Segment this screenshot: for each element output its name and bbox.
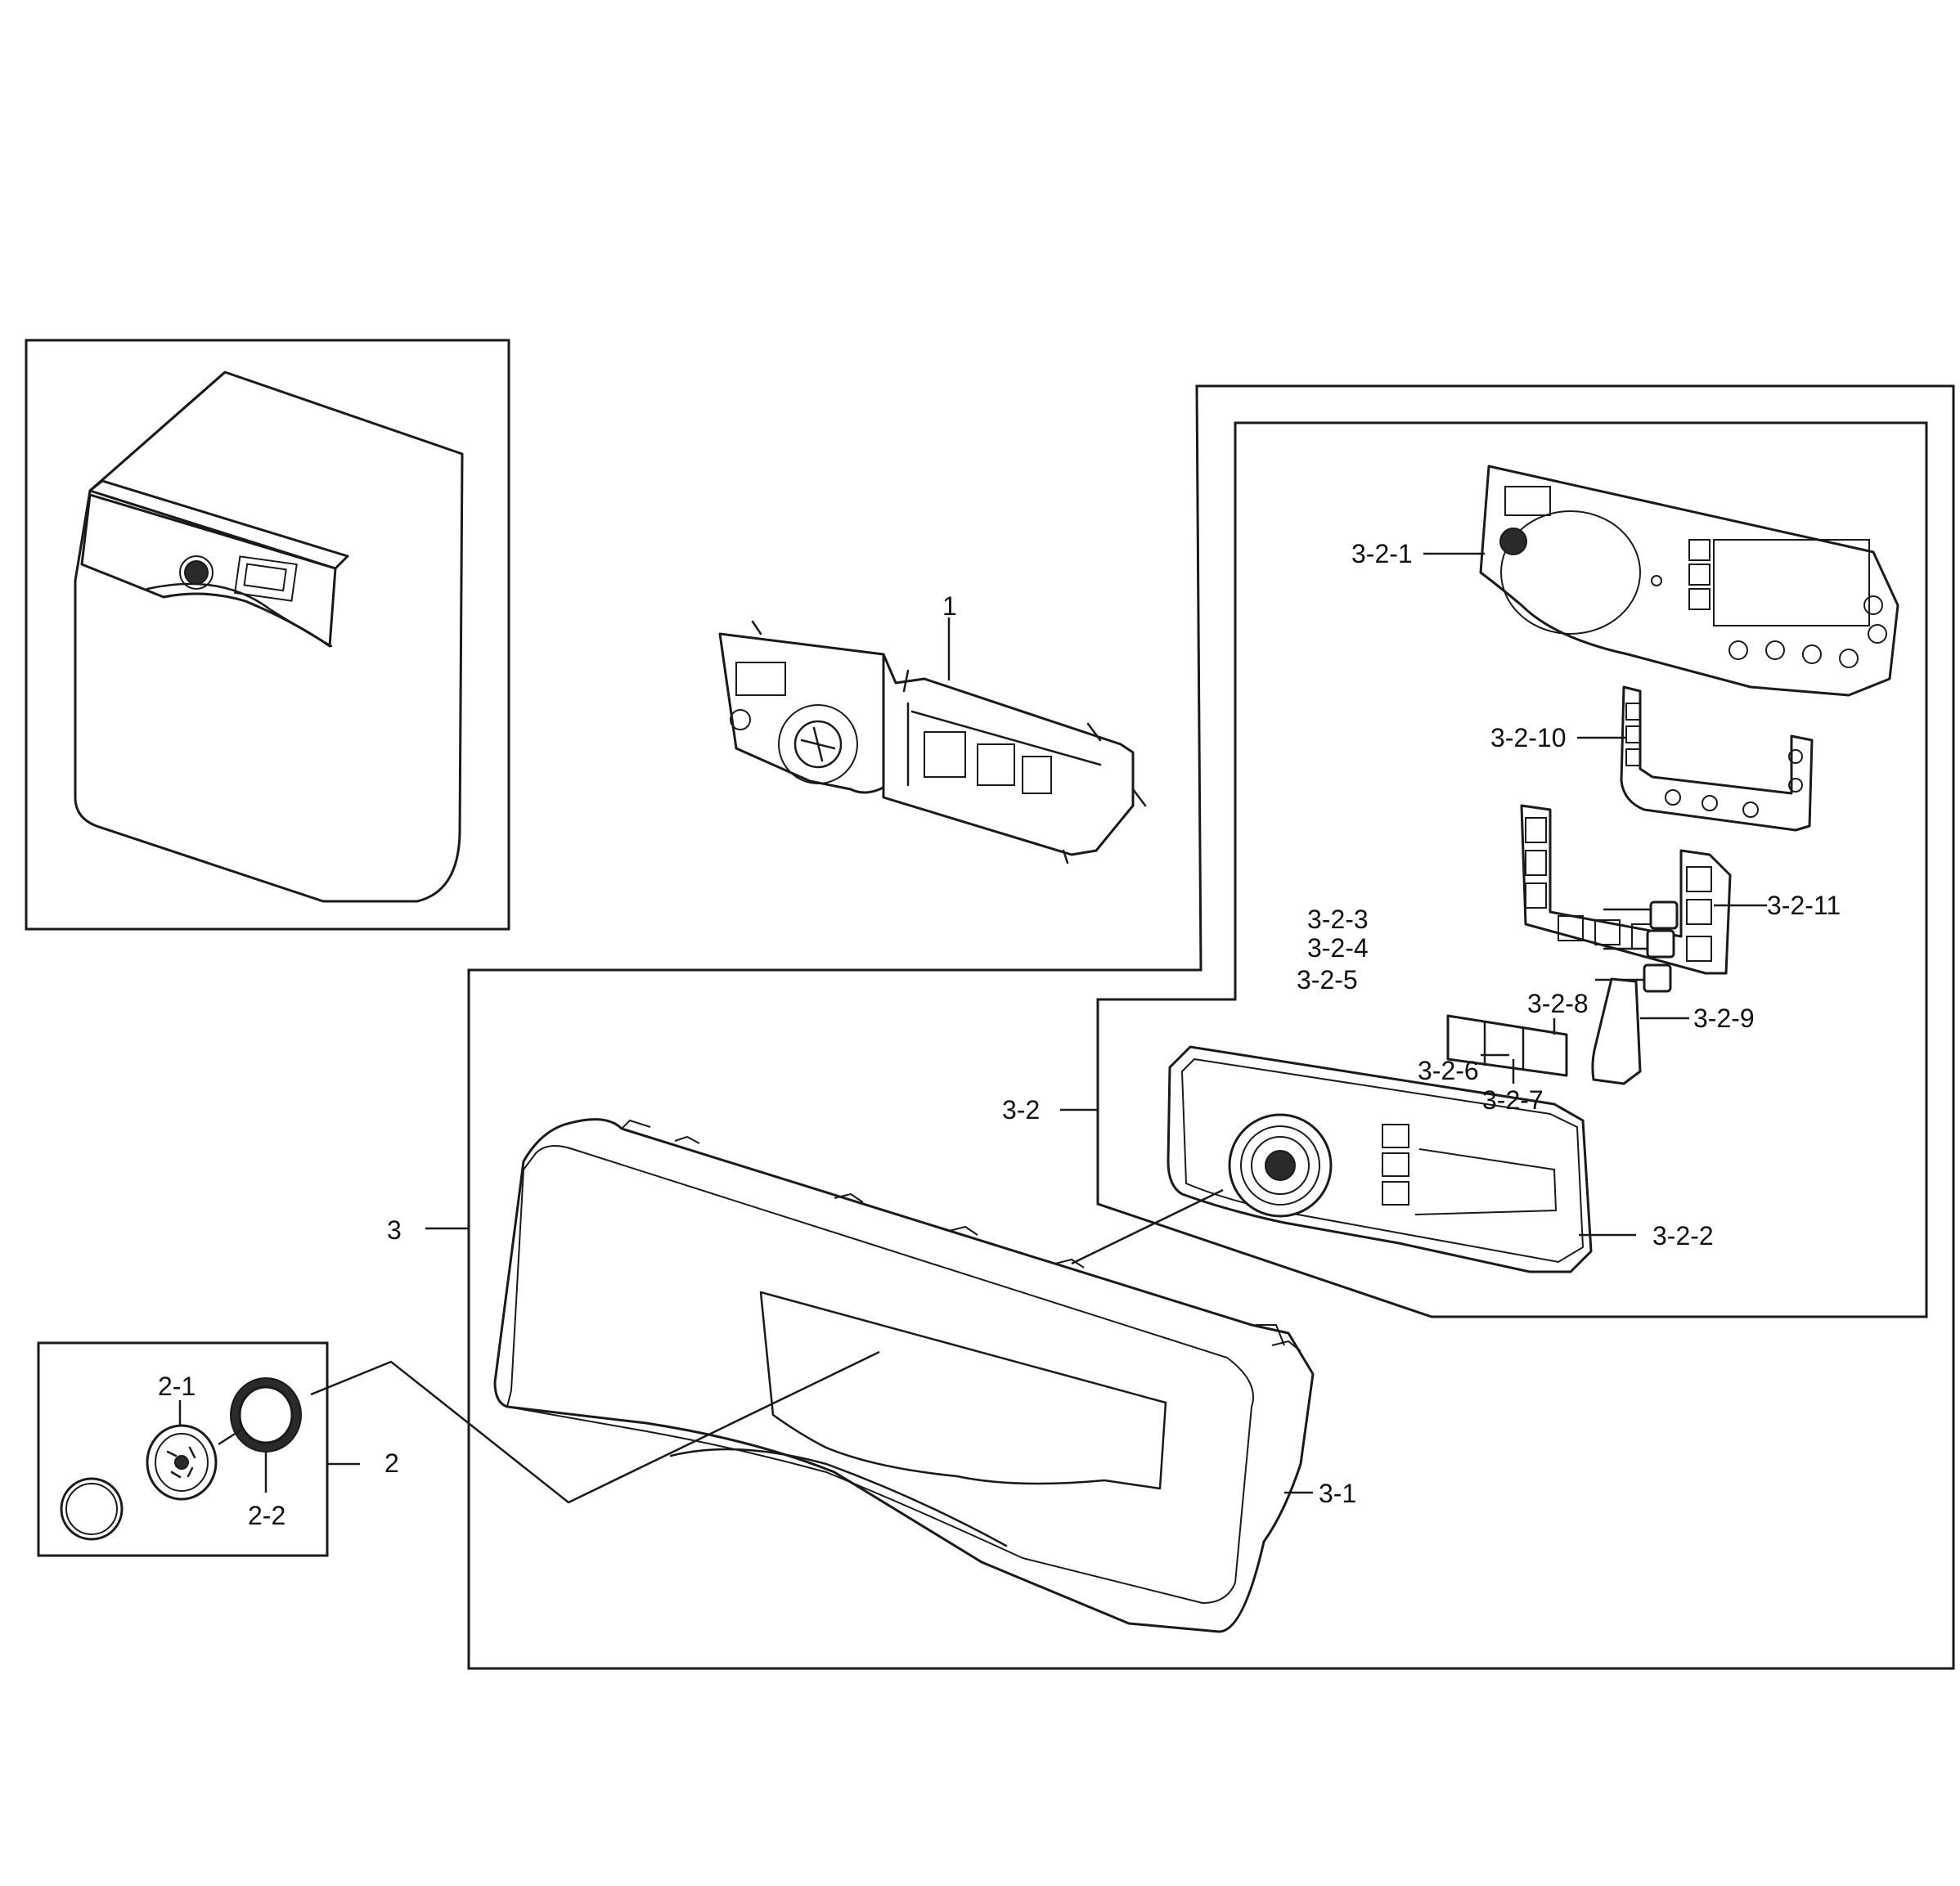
callout-3-2-11: 3-2-11 xyxy=(1767,891,1841,920)
callout-3-1: 3-1 xyxy=(1319,1479,1356,1508)
part-3-2-1-panel-frame xyxy=(1423,465,1899,697)
callout-3-2-7: 3-2-7 xyxy=(1482,1085,1544,1115)
callout-3-2: 3-2 xyxy=(1002,1095,1040,1125)
callout-3: 3 xyxy=(387,1215,402,1245)
callout-2-2: 2-2 xyxy=(248,1501,285,1530)
callout-3-2-5: 3-2-5 xyxy=(1297,965,1358,995)
assembly-3-2-frame xyxy=(1096,421,1928,1318)
callout-3-2-10: 3-2-10 xyxy=(1490,723,1567,752)
part-3-1-control-panel xyxy=(493,1118,1315,1633)
part-3-2-9-cover xyxy=(1591,977,1689,1085)
knob-assembly-2-inset xyxy=(37,1341,360,1557)
callout-1: 1 xyxy=(942,591,957,621)
assembly-leader-lines xyxy=(310,1108,1224,1504)
part-3-2-2-decor-panel xyxy=(1167,1045,1636,1273)
callout-labels: 1 3-2-1 3-2-10 3-2-11 3-2-3 3-2-4 3-2-5 … xyxy=(158,539,1841,1530)
callout-3-2-1: 3-2-1 xyxy=(1351,539,1413,568)
callout-3-2-9: 3-2-9 xyxy=(1693,1004,1755,1033)
callout-3-2-8: 3-2-8 xyxy=(1527,989,1589,1018)
callout-3-2-6: 3-2-6 xyxy=(1418,1056,1479,1085)
parts-3-2-6-to-8-button-strip xyxy=(1446,1014,1568,1084)
callout-2-1: 2-1 xyxy=(158,1372,196,1401)
assembly-3-frame xyxy=(467,384,1955,1670)
callout-3-2-3: 3-2-3 xyxy=(1307,905,1369,934)
appliance-overview-inset xyxy=(25,339,510,931)
callout-3-2-2: 3-2-2 xyxy=(1652,1221,1714,1251)
parts-3-2-3-to-5-small-buttons xyxy=(1595,900,1679,993)
callout-2: 2 xyxy=(384,1448,399,1478)
part-1-control-board xyxy=(718,617,1147,864)
part-3-2-10-key-pcb xyxy=(1577,685,1814,832)
callout-3-2-4: 3-2-4 xyxy=(1307,933,1369,963)
